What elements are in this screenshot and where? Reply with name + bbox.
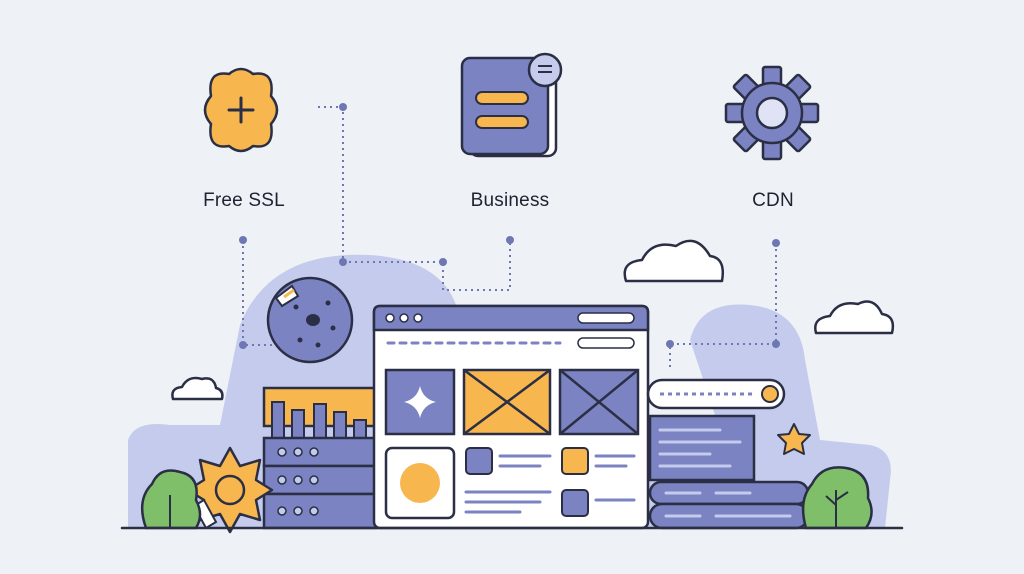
server-stack-right bbox=[648, 480, 810, 530]
star-icon bbox=[777, 423, 811, 455]
tree-icon bbox=[140, 469, 202, 530]
cloud-icon bbox=[623, 239, 724, 283]
feature-label-cdn: CDN bbox=[752, 190, 794, 211]
feature-label-free-ssl: Free SSL bbox=[203, 190, 285, 211]
connector-dots bbox=[239, 103, 780, 349]
disk-icon bbox=[266, 276, 354, 364]
browser-window bbox=[372, 304, 650, 530]
cloud-icon bbox=[814, 300, 895, 335]
feature-label-business: Business bbox=[470, 190, 550, 211]
document-stack-icon bbox=[460, 52, 563, 158]
tree-icon bbox=[801, 466, 873, 530]
server-stack-left bbox=[262, 386, 378, 530]
gear-icon bbox=[724, 65, 820, 161]
right-panel bbox=[646, 378, 786, 482]
puzzle-plus-icon bbox=[203, 67, 279, 153]
cloud-icon bbox=[171, 376, 224, 401]
